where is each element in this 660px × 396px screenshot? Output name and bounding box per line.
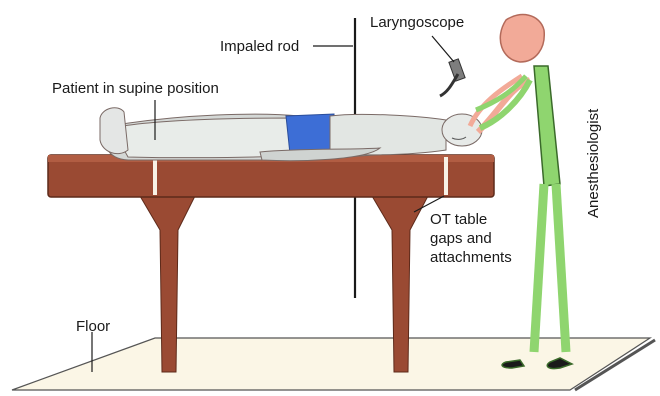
- laryngoscope-leader: [432, 36, 454, 62]
- label-ot-table-line1: OT table: [430, 210, 550, 229]
- label-ot-table-line3: attachments: [430, 248, 550, 267]
- label-ot-table: OT table gaps and attachments: [430, 210, 550, 267]
- label-anesthesiologist: Anesthesiologist: [585, 109, 602, 218]
- label-ot-table-line2: gaps and: [430, 229, 550, 248]
- patient-shorts: [286, 114, 334, 154]
- ot-table-top: [48, 155, 494, 197]
- laryngoscope: [440, 59, 465, 96]
- anesthesiologist-leg-right: [556, 184, 566, 352]
- anesthesiologist-head: [500, 15, 544, 62]
- label-impaled-rod: Impaled rod: [220, 38, 299, 55]
- label-patient: Patient in supine position: [52, 80, 219, 97]
- label-floor: Floor: [76, 318, 110, 335]
- patient: [100, 108, 482, 161]
- patient-feet: [100, 108, 128, 154]
- label-laryngoscope: Laryngoscope: [370, 14, 464, 31]
- anesthesiologist-torso: [534, 66, 560, 186]
